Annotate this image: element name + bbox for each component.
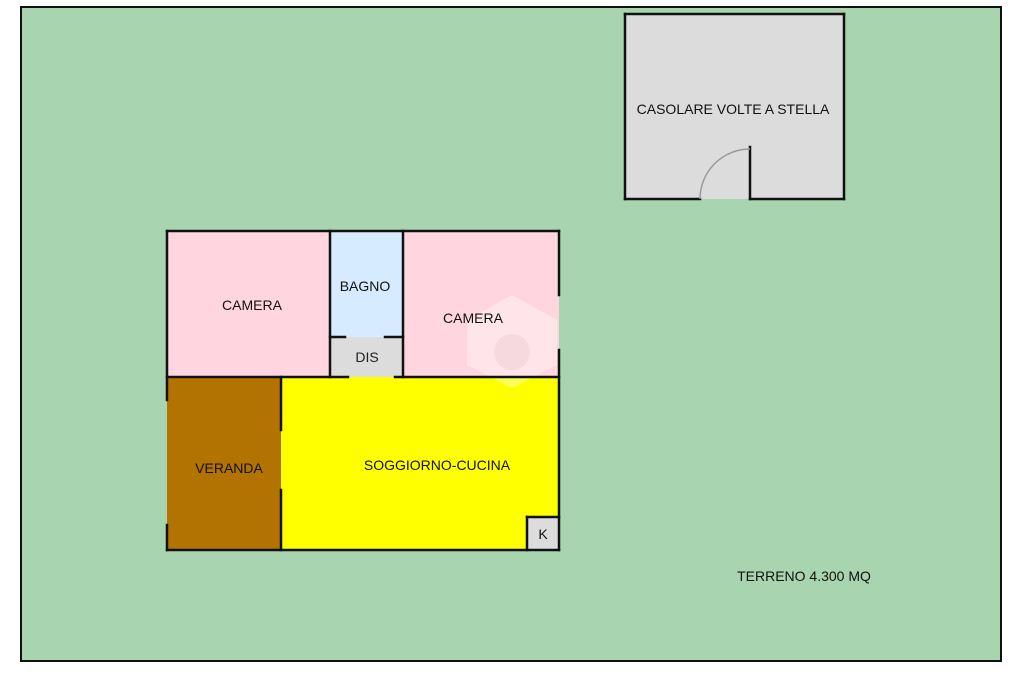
camera-left-label: CAMERA xyxy=(222,297,282,313)
watermark-logo-icon xyxy=(467,295,557,388)
room-camera-left xyxy=(167,231,330,377)
casolare-building xyxy=(625,14,844,199)
casolare-label: CASOLARE VOLTE A STELLA xyxy=(636,101,830,117)
k-label: K xyxy=(538,526,548,542)
room-dis xyxy=(330,337,403,377)
room-camera-right xyxy=(403,231,559,377)
room-veranda xyxy=(167,377,281,550)
terreno-label: TERRENO 4.300 MQ xyxy=(737,568,871,584)
bagno-label: BAGNO xyxy=(339,278,391,294)
room-soggiorno-cucina xyxy=(281,377,559,550)
camera-right-label: CAMERA xyxy=(443,310,503,326)
room-bagno xyxy=(330,231,403,337)
room-k xyxy=(527,517,559,550)
veranda-label: VERANDA xyxy=(195,460,263,476)
soggiorno-cucina-label: SOGGIORNO-CUCINA xyxy=(363,457,511,473)
dis-label: DIS xyxy=(355,349,379,365)
casolare-door-swing-icon xyxy=(699,148,751,200)
